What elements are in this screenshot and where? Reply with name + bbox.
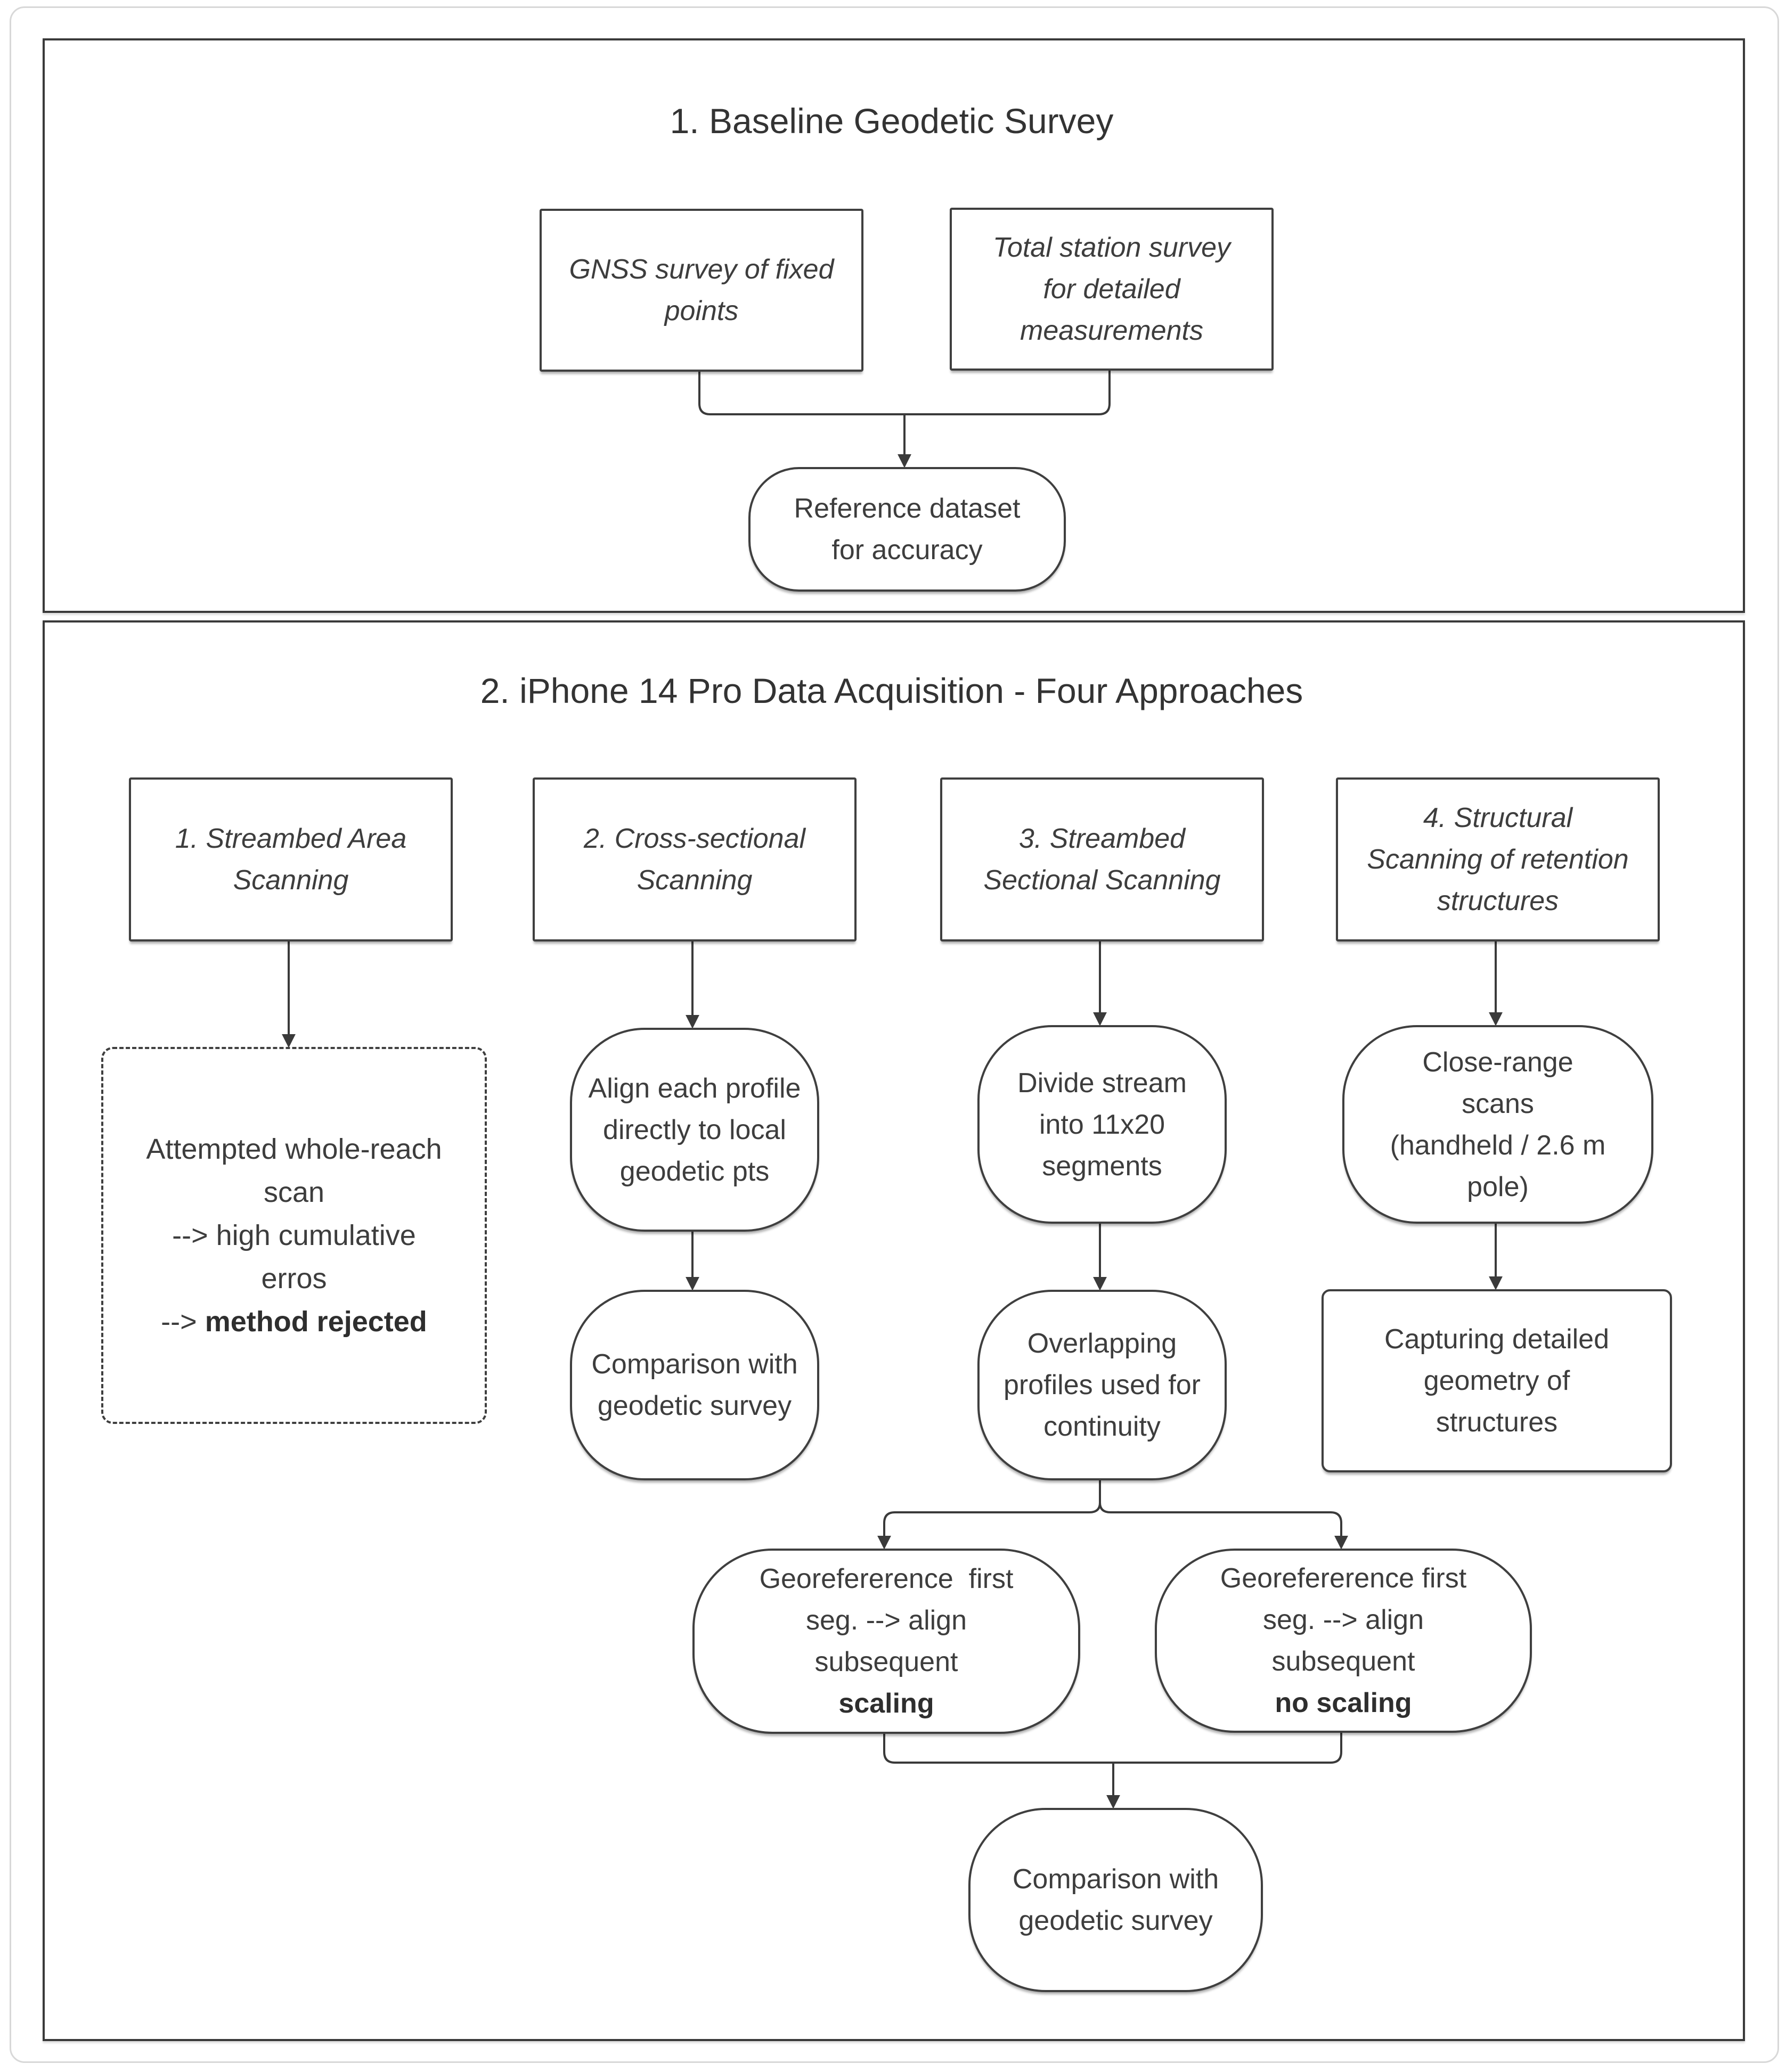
scaling-bold: scaling [838, 1688, 934, 1719]
section-iphone-data-acquisition [43, 620, 1745, 2041]
overlapping-profiles-label: Overlapping profiles used for continuity [1004, 1328, 1201, 1442]
capturing-geometry-box: Capturing detailed geometry of structure… [1322, 1289, 1672, 1472]
divide-stream-label: Divide stream into 11x20 segments [1017, 1067, 1187, 1182]
comparison-final-label: Comparison with geodetic survey [1012, 1864, 1219, 1936]
close-range-scans-node: Close-range scans (handheld / 2.6 m pole… [1342, 1025, 1653, 1224]
georeference-scaling-node: Georefererence first seg. --> align subs… [692, 1549, 1080, 1734]
approach3-streambed-sectional-box: 3. Streambed Sectional Scanning [940, 777, 1264, 941]
section1-title: 1. Baseline Geodetic Survey [670, 101, 1114, 141]
total-station-label: Total station survey for detailed measur… [992, 232, 1231, 346]
comparison-final-node: Comparison with geodetic survey [968, 1808, 1263, 1992]
align-profile-label: Align each profile directly to local geo… [588, 1072, 801, 1187]
approach4-label: 4. Structural Scanning of retention stru… [1367, 802, 1629, 916]
divide-stream-node: Divide stream into 11x20 segments [977, 1025, 1227, 1224]
section-baseline-geodetic-survey [43, 38, 1745, 613]
approach1-label: 1. Streambed Area Scanning [175, 823, 407, 896]
attempted-whole-reach-label: Attempted whole-reach scan --> high cumu… [146, 1133, 442, 1338]
section2-title: 2. iPhone 14 Pro Data Acquisition - Four… [480, 671, 1303, 710]
georeference-no-scaling-node: Georefererence first seg. --> align subs… [1155, 1549, 1532, 1733]
gnss-survey-box: GNSS survey of fixed points [540, 209, 863, 372]
approach2-cross-sectional-box: 2. Cross-sectional Scanning [533, 777, 857, 941]
gnss-survey-label: GNSS survey of fixed points [569, 254, 834, 326]
reference-dataset-label: Reference dataset for accuracy [794, 493, 1021, 566]
approach3-label: 3. Streambed Sectional Scanning [983, 823, 1221, 896]
approach2-label: 2. Cross-sectional Scanning [583, 823, 806, 896]
attempted-whole-reach-dashed-box: Attempted whole-reach scan --> high cumu… [101, 1047, 487, 1424]
outer-card-border [10, 6, 1779, 2063]
method-rejected-bold: method rejected [205, 1305, 427, 1338]
comparison-cross-label: Comparison with geodetic survey [591, 1349, 798, 1421]
approach1-streambed-area-box: 1. Streambed Area Scanning [129, 777, 453, 941]
capturing-geometry-label: Capturing detailed geometry of structure… [1384, 1324, 1610, 1438]
total-station-box: Total station survey for detailed measur… [950, 208, 1274, 371]
no-scaling-bold: no scaling [1275, 1688, 1412, 1718]
overlapping-profiles-node: Overlapping profiles used for continuity [977, 1290, 1227, 1480]
close-range-scans-label: Close-range scans (handheld / 2.6 m pole… [1390, 1046, 1606, 1202]
reference-dataset-node: Reference dataset for accuracy [748, 467, 1066, 592]
georeference-no-scaling-label: Georefererence first seg. --> align subs… [1220, 1563, 1467, 1718]
comparison-cross-node: Comparison with geodetic survey [570, 1290, 819, 1480]
georeference-scaling-label: Georefererence first seg. --> align subs… [759, 1563, 1014, 1719]
align-profile-node: Align each profile directly to local geo… [570, 1028, 819, 1232]
approach4-structural-scanning-box: 4. Structural Scanning of retention stru… [1336, 777, 1660, 941]
